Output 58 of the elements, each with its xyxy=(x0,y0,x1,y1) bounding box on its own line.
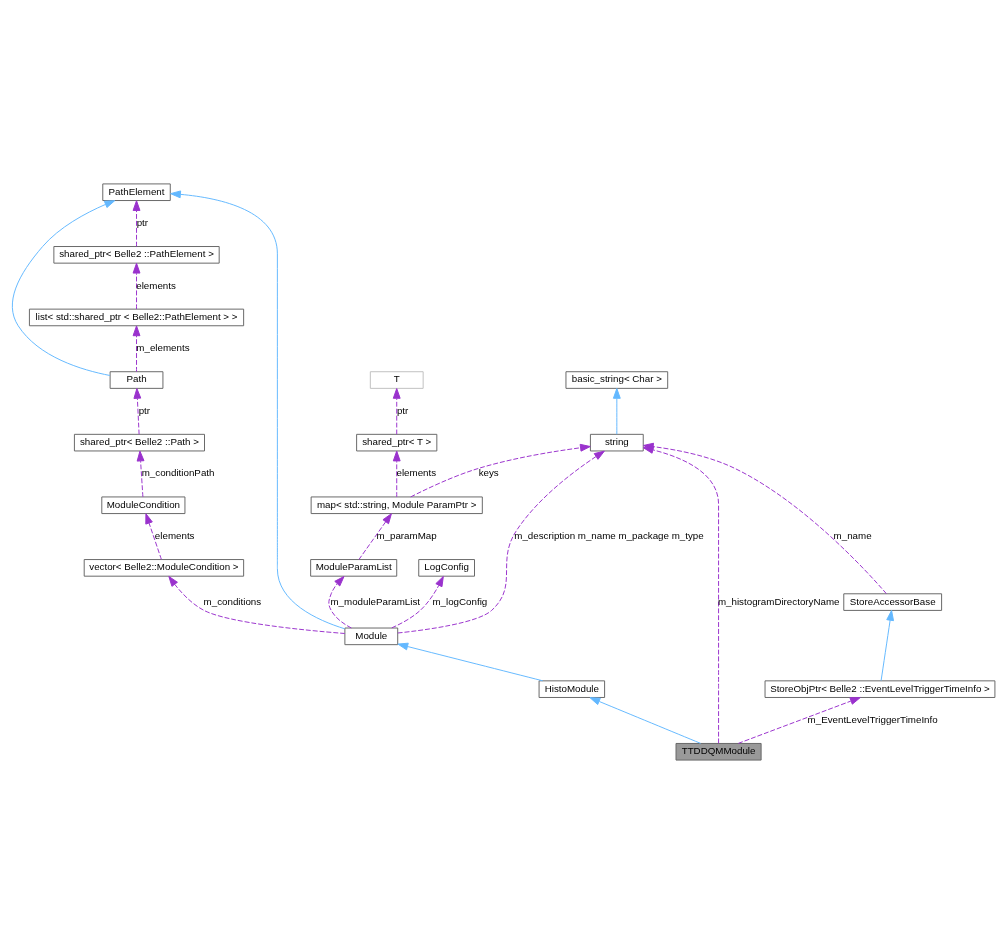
node-box: basic_string< Char > xyxy=(565,370,669,389)
edge-label: m_histogramDirectoryName xyxy=(717,595,840,607)
node-box: shared_ptr< Belle2 ::PathElement > xyxy=(53,245,220,264)
arrow xyxy=(612,387,621,435)
arrow xyxy=(392,450,401,497)
node-box: ModuleParamList xyxy=(310,558,398,577)
arrow xyxy=(132,199,141,247)
arrow xyxy=(170,189,346,629)
arrow xyxy=(880,609,894,681)
node-box: LogConfig xyxy=(418,558,475,577)
arrow xyxy=(358,512,392,560)
arrow xyxy=(410,443,591,497)
edge-label: elements xyxy=(154,529,195,541)
node-box: list< std::shared_ptr < Belle2::PathElement > > xyxy=(28,308,245,326)
node-box: TTDDQMModule xyxy=(675,742,762,761)
edge-label: m_conditionPath xyxy=(141,466,215,478)
edge-label: ptr xyxy=(138,404,151,416)
arrow xyxy=(145,512,162,560)
edge-label: m_elements xyxy=(136,341,190,353)
node-box: HistoModule xyxy=(538,679,606,698)
edge-label: keys xyxy=(478,466,499,478)
arrow xyxy=(132,262,141,309)
node-box: ModuleCondition xyxy=(101,495,186,514)
arrow xyxy=(133,387,142,435)
edge-label: m_moduleParamList xyxy=(330,595,420,607)
node-box: Module xyxy=(344,627,399,645)
node-box: vector< Belle2::ModuleCondition > xyxy=(83,558,245,577)
edge-label: ptr xyxy=(396,404,409,416)
arrow xyxy=(168,575,346,634)
edge-label: m_name xyxy=(833,529,872,541)
edge-label: m_logConfig xyxy=(432,595,488,607)
edge-label: elements xyxy=(136,279,176,291)
arrow xyxy=(136,450,145,497)
node-box: map< std::string, Module ParamPtr > xyxy=(310,495,483,514)
edge-label: m_description m_name m_package m_type xyxy=(514,529,704,541)
node-box: StoreObjPtr< Belle2 ::EventLevelTriggerTimeInfo > xyxy=(764,679,996,698)
node-box: shared_ptr< T > xyxy=(356,433,438,451)
edge-label: ptr xyxy=(136,216,149,228)
edge-label: m_paramMap xyxy=(376,529,437,541)
arrow xyxy=(397,642,544,681)
arrow xyxy=(392,387,401,435)
node-box: Path xyxy=(109,370,164,389)
arrow xyxy=(328,575,352,628)
arrow xyxy=(391,575,444,628)
arrow xyxy=(737,696,861,744)
node-box: PathElement xyxy=(102,182,171,201)
edge-label: elements xyxy=(396,466,437,478)
arrow xyxy=(132,324,141,372)
edge-label: m_EventLevelTriggerTimeInfo xyxy=(807,713,938,725)
node-box: T xyxy=(369,370,424,389)
node-box: shared_ptr< Belle2 ::Path > xyxy=(73,433,205,451)
node-box: StoreAccessorBase xyxy=(843,592,943,611)
edge-label: m_conditions xyxy=(203,595,262,607)
arrow xyxy=(642,445,720,744)
arrow xyxy=(11,199,116,376)
arrow xyxy=(589,696,702,744)
arrow xyxy=(397,450,605,633)
node-box: string xyxy=(589,433,644,451)
